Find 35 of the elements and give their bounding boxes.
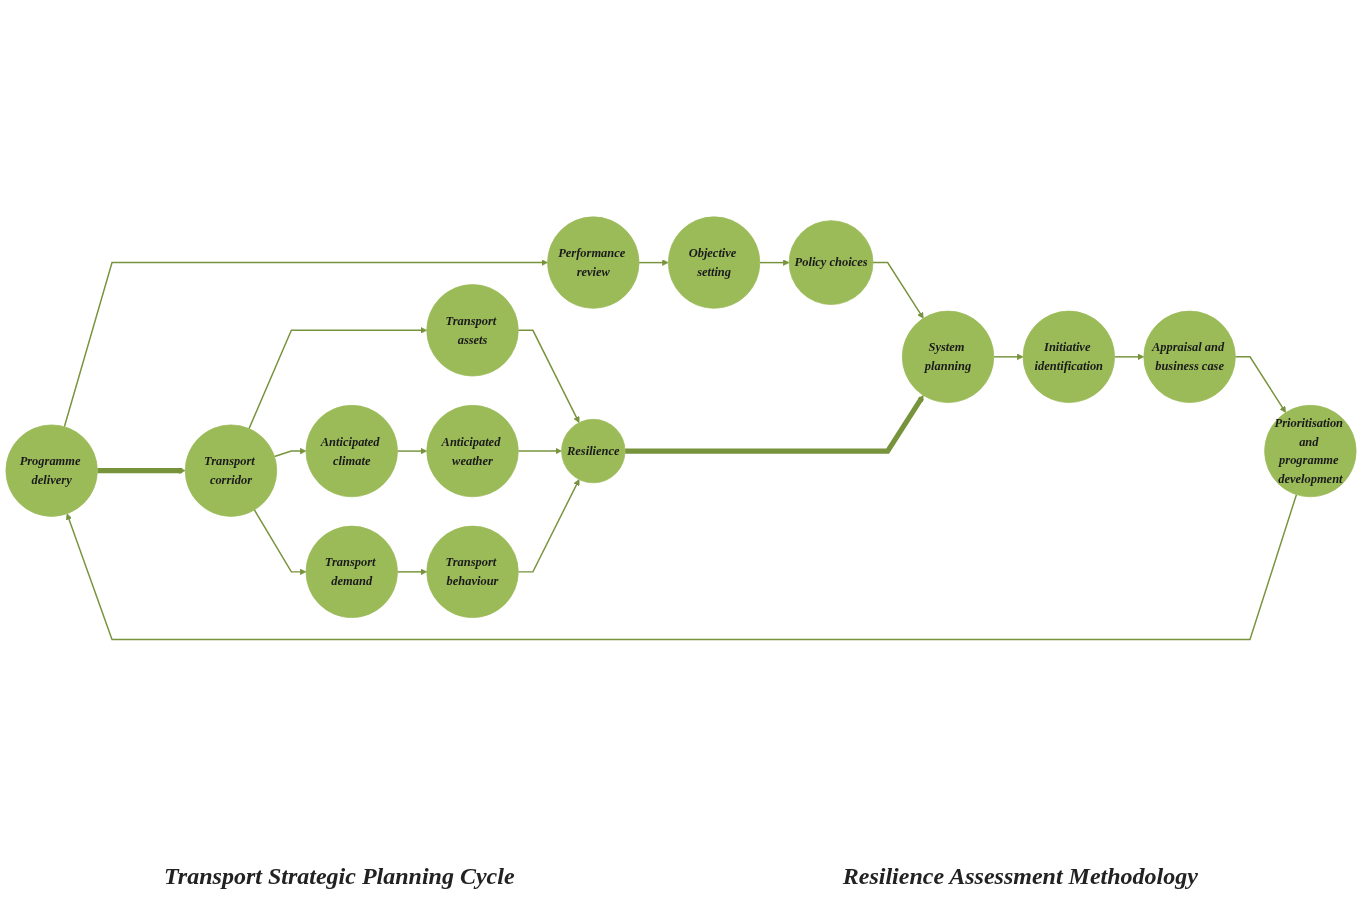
arrow [638, 259, 669, 267]
node-circle: Transport behaviour [426, 526, 519, 619]
arrow [63, 259, 548, 428]
node-circle: Initiative identification [1022, 311, 1115, 404]
node-circle: Transport assets [426, 284, 519, 377]
node-circle: Anticipated weather [426, 405, 519, 498]
arrow [273, 448, 307, 458]
arrow [253, 509, 307, 576]
arrow [872, 262, 924, 319]
node-circle: Transport corridor [184, 424, 278, 518]
arrow [1113, 353, 1145, 361]
arrow [625, 395, 924, 454]
node-circle: Anticipated climate [305, 405, 398, 498]
node-circle: Policy choices [788, 220, 874, 306]
node-circle: Performance review [547, 216, 640, 309]
arrow [517, 448, 562, 455]
arrow [248, 327, 428, 430]
node-circle: Resilience [561, 419, 626, 484]
node-circle: Programme delivery [5, 424, 98, 518]
caption-text: Transport Strategic Planning Cycle [164, 863, 515, 890]
arrow [396, 448, 428, 455]
caption-text: Resilience Assessment Methodology [842, 863, 1198, 890]
node-circle: Transport demand [305, 526, 398, 619]
arrow [759, 259, 790, 267]
arrow [1234, 356, 1286, 414]
node-circle: System planning [901, 311, 995, 404]
arrow [993, 353, 1024, 361]
node-circle: Prioritisation and programme development [1264, 405, 1357, 498]
arrow [65, 494, 1298, 641]
node-circle: Objective setting [667, 216, 761, 309]
arrow [396, 568, 428, 576]
arrow [97, 467, 186, 475]
arrow [517, 329, 580, 424]
node-circle: Appraisal and business case [1143, 311, 1236, 404]
arrow [517, 479, 580, 573]
